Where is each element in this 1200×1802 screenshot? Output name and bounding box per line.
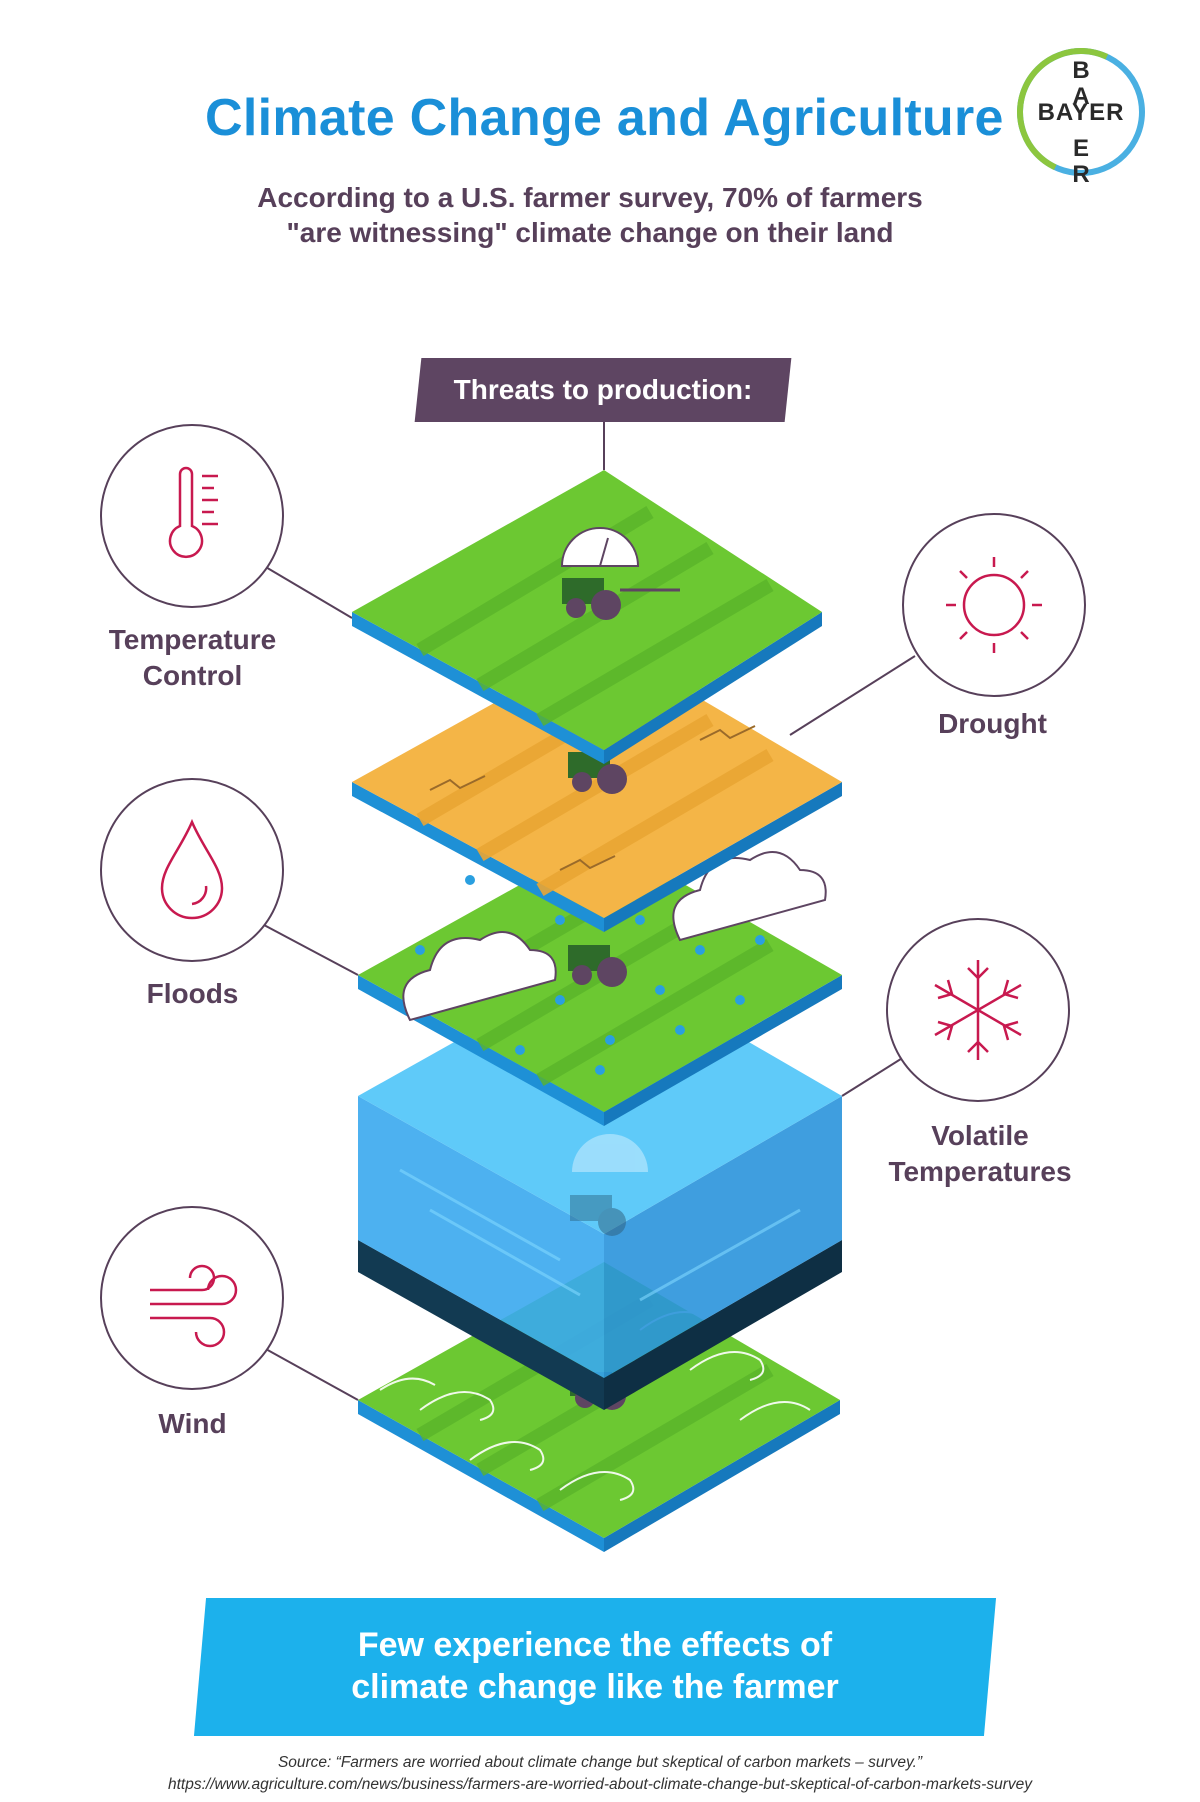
sun-icon xyxy=(946,557,1042,653)
thermometer-icon xyxy=(168,466,218,558)
drought-icon-circle xyxy=(902,513,1086,697)
page-subtitle: According to a U.S. farmer survey, 70% o… xyxy=(140,180,1040,250)
layer-temperature-field xyxy=(352,470,822,764)
label-line: Floods xyxy=(146,978,239,1009)
source-line-1: Source: “Farmers are worried about clima… xyxy=(277,1754,923,1771)
subtitle-line-2: "are witnessing" climate change on their… xyxy=(286,217,894,248)
label-line: Volatile xyxy=(931,1120,1029,1151)
layer-flood-field xyxy=(358,838,842,1126)
cloud-icon xyxy=(672,851,827,942)
water-drop-icon xyxy=(160,818,224,920)
conclusion-line-2: climate change like the farmer xyxy=(351,1668,839,1706)
connector-wind xyxy=(263,1347,359,1401)
cloud-icon xyxy=(402,931,557,1022)
threat-label-floods: Floods xyxy=(80,976,305,1012)
dry-cracks xyxy=(429,725,756,871)
wind-icon xyxy=(150,1264,238,1348)
connector-lines xyxy=(263,420,916,1401)
bayer-logo-vertical: B A Y E R xyxy=(1069,58,1093,188)
threat-label-drought: Drought xyxy=(880,706,1105,742)
threat-label-wind: Wind xyxy=(80,1406,305,1442)
volatile-icon-circle xyxy=(886,918,1070,1102)
wind-icon-circle xyxy=(100,1206,284,1390)
connector-volatile xyxy=(841,1056,905,1097)
gauge-icon xyxy=(560,527,640,567)
snowflake-icon xyxy=(934,960,1022,1060)
label-line: Wind xyxy=(158,1408,227,1439)
tractor-icon xyxy=(562,578,680,620)
threat-label-volatile: Volatile Temperatures xyxy=(860,1118,1100,1190)
bayer-logo-horizontal: BAYER xyxy=(1037,99,1125,126)
subtitle-line-1: According to a U.S. farmer survey, 70% o… xyxy=(257,182,923,213)
logo-letter: R xyxy=(1072,161,1090,188)
page-title: Climate Change and Agriculture xyxy=(205,89,1004,147)
threats-heading-box: Threats to production: xyxy=(414,358,792,422)
label-line: Control xyxy=(142,660,243,691)
submerged-tractor-icon xyxy=(570,1134,648,1236)
connector-floods xyxy=(263,924,359,976)
logo-letter: B xyxy=(1072,57,1090,84)
label-line: Drought xyxy=(938,708,1047,739)
logo-letter: E xyxy=(1072,135,1089,162)
connector-temperature xyxy=(263,565,353,619)
source-citation: Source: “Farmers are worried about clima… xyxy=(60,1752,1140,1796)
temperature-icon-circle xyxy=(100,424,284,608)
conclusion-line-1: Few experience the effects of xyxy=(357,1626,833,1664)
threat-label-temperature: Temperature Control xyxy=(80,622,305,694)
tractor-icon xyxy=(568,945,627,987)
source-url[interactable]: https://www.agriculture.com/news/busines… xyxy=(167,1776,1032,1793)
logo-letter: A xyxy=(1072,83,1090,110)
threats-heading: Threats to production: xyxy=(453,374,753,405)
floods-icon-circle xyxy=(100,778,284,962)
conclusion-text: Few experience the effects of climate ch… xyxy=(200,1624,990,1708)
layer-drought-field xyxy=(352,642,842,932)
connector-drought xyxy=(789,655,916,736)
label-line: Temperatures xyxy=(888,1156,1072,1187)
label-line: Temperature xyxy=(108,624,277,655)
bayer-logo: B A Y E R BAYER xyxy=(1017,48,1145,188)
